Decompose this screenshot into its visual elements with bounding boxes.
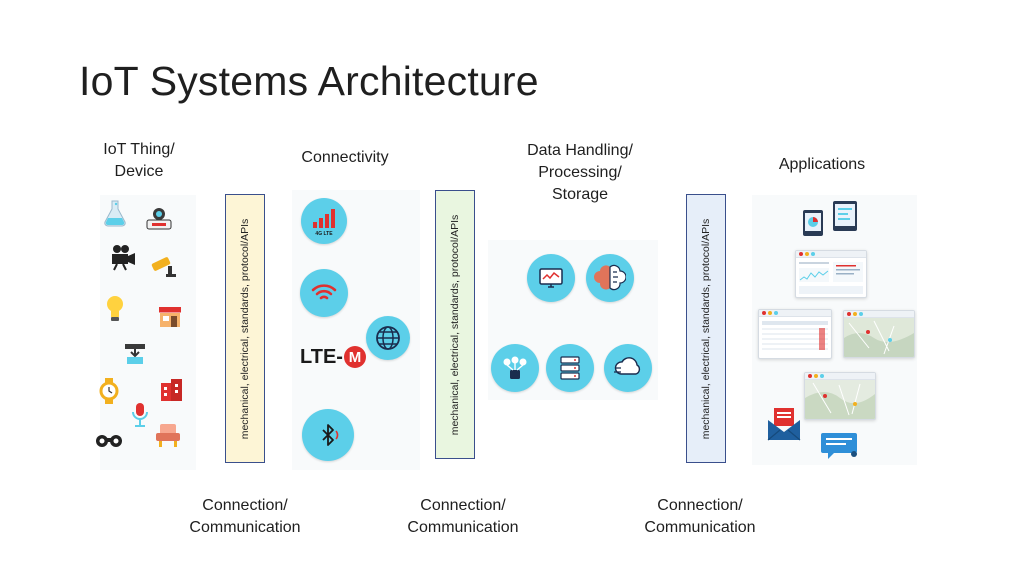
dashboard-screenshot	[795, 250, 867, 298]
connection-label-2: Connection/ Communication	[388, 495, 538, 539]
armchair-icon	[156, 424, 180, 447]
map-screenshot-2	[804, 372, 876, 420]
connection-2-line2: Communication	[407, 519, 519, 536]
bluetooth-glyph	[322, 424, 339, 446]
window-dot	[808, 374, 812, 378]
security-camera-icon	[151, 257, 176, 277]
chat-icon	[821, 433, 857, 459]
monitor-glyph	[539, 268, 563, 288]
connection-label-3: Connection/ Communication	[625, 495, 775, 539]
brain-icon	[586, 254, 634, 302]
building-icon	[161, 379, 182, 401]
network-hub-icon	[491, 344, 539, 392]
projector-icon	[146, 208, 172, 230]
connection-3-line1: Connection/	[657, 497, 743, 514]
window-dot	[811, 252, 815, 256]
map-titlebar	[844, 311, 914, 318]
table-content	[762, 321, 828, 350]
window-dot	[774, 311, 778, 315]
connection-2-line1: Connection/	[420, 497, 506, 514]
tablet-icon	[803, 210, 823, 236]
connection-3-line2: Communication	[644, 519, 756, 536]
heading-devices-line1: IoT Thing/	[103, 141, 175, 158]
server-icon	[546, 344, 594, 392]
connection-label-1: Connection/ Communication	[170, 495, 320, 539]
dispenser-icon	[125, 344, 145, 364]
lte-label: 4G LTE	[315, 231, 333, 237]
interface-bar-3: mechanical, electrical, standards, proto…	[686, 194, 726, 463]
window-dot	[820, 374, 824, 378]
page-title: IoT Systems Architecture	[79, 58, 539, 104]
server-glyph	[560, 356, 580, 380]
table-screenshot	[758, 309, 832, 359]
cloud-glyph	[614, 357, 641, 375]
interface-bar-2: mechanical, electrical, standards, proto…	[435, 190, 475, 459]
lte-m-text: LTE-	[300, 345, 343, 368]
window-dot	[853, 312, 857, 316]
lte-signal-glyph: 4G LTE	[313, 209, 335, 237]
wifi-glyph	[311, 284, 337, 300]
interface-bar-1-label: mechanical, electrical, standards, proto…	[239, 218, 251, 439]
dashboard-titlebar	[796, 251, 866, 258]
hub-glyph	[503, 356, 527, 379]
map2-titlebar	[805, 373, 875, 380]
heading-data-line3: Storage	[551, 186, 609, 203]
dashboard-content	[799, 262, 863, 294]
window-dot	[768, 311, 772, 315]
window-dot	[847, 312, 851, 316]
window-dot	[859, 312, 863, 316]
lightbulb-icon	[107, 296, 123, 321]
interface-bar-3-label: mechanical, electrical, standards, proto…	[700, 218, 712, 439]
heading-devices-line2: Device	[114, 163, 164, 180]
connection-1-line2: Communication	[189, 519, 301, 536]
map2-content	[805, 380, 875, 419]
tablet-chart-icon	[833, 201, 857, 231]
video-camera-icon	[112, 245, 135, 271]
map-content	[844, 318, 914, 357]
interface-bar-1: mechanical, electrical, standards, proto…	[225, 194, 265, 463]
cloud-icon	[604, 344, 652, 392]
monitor-analytics-icon	[527, 254, 575, 302]
map-screenshot	[843, 310, 915, 358]
interface-bar-2-label: mechanical, electrical, standards, proto…	[449, 214, 461, 435]
binoculars-icon	[96, 435, 122, 447]
globe-network-icon	[366, 316, 410, 360]
window-dot	[762, 311, 766, 315]
heading-applications: Applications	[778, 156, 866, 173]
window-dot	[805, 252, 809, 256]
heading-data-line1: Data Handling/	[527, 142, 633, 159]
lte-m-logo: LTE- M	[300, 344, 366, 370]
devices-background	[100, 195, 196, 470]
flask-icon	[104, 200, 126, 227]
watch-icon	[99, 378, 119, 404]
bluetooth-icon	[302, 409, 354, 461]
connection-1-line1: Connection/	[202, 497, 288, 514]
email-icon	[767, 408, 801, 441]
brain-glyph	[594, 264, 626, 291]
wifi-icon	[300, 269, 348, 317]
heading-data-line2: Processing/	[538, 164, 622, 181]
globe-glyph	[376, 326, 400, 350]
window-dot	[799, 252, 803, 256]
lte-m-badge: M	[343, 346, 366, 368]
heading-connectivity: Connectivity	[301, 149, 389, 166]
heading-devices: IoT Thing/ Device	[86, 139, 192, 183]
lte-signal-icon: 4G LTE	[301, 198, 347, 244]
window-dot	[814, 374, 818, 378]
table-titlebar	[759, 310, 831, 317]
microphone-icon	[132, 403, 148, 427]
storefront-icon	[159, 307, 181, 327]
heading-data: Data Handling/ Processing/ Storage	[505, 140, 655, 206]
